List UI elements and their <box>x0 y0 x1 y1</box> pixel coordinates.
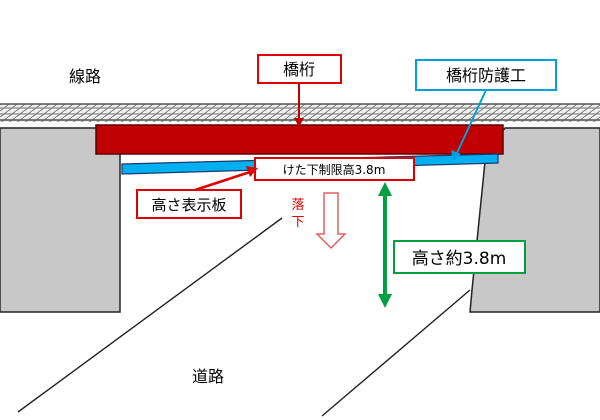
girder-protection-label: 橋桁防護工 <box>446 66 526 85</box>
railway-label: 線路 <box>69 67 101 86</box>
left-abutment <box>0 127 121 313</box>
road-lines <box>17 217 471 417</box>
girder-protection-callout: 橋桁防護工 <box>415 59 557 161</box>
height-approx-callout: 高さ約3.8m <box>393 240 526 274</box>
falling-indicator: 落 下 <box>291 192 347 250</box>
girder-callout: 橋桁 <box>257 54 342 127</box>
fall-label-bottom: 下 <box>291 215 304 230</box>
girder-label: 橋桁 <box>283 60 315 79</box>
height-sign-label: 高さ表示板 <box>151 196 226 214</box>
height-sign-board: けた下制限高3.8m <box>254 157 415 181</box>
bridge-girder <box>95 124 504 155</box>
fall-label-top: 落 <box>291 198 304 213</box>
height-approx-label: 高さ約3.8m <box>412 249 507 269</box>
fall-arrow-icon <box>315 192 347 250</box>
height-dimension-arrow <box>378 182 392 308</box>
height-sign-text: けた下制限高3.8m <box>283 162 386 177</box>
road-label: 道路 <box>192 367 224 386</box>
height-sign-callout: 高さ表示板 <box>136 166 258 219</box>
